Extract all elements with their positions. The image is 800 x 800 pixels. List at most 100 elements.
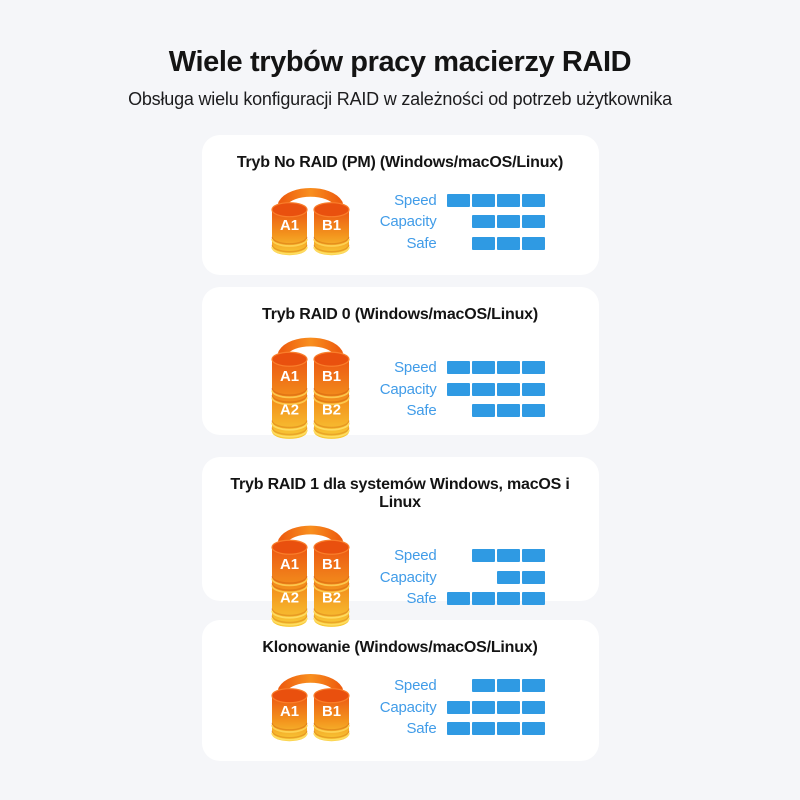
sync-arc-icon	[277, 673, 343, 694]
bar-segment	[471, 215, 495, 228]
bar-segment	[471, 679, 495, 692]
card-raid-1: Tryb RAID 1 dla systemów Windows, macOS …	[201, 457, 599, 627]
bar-segment	[521, 215, 545, 228]
card-body: A1 B1 Speed	[202, 657, 599, 761]
rating-label: Speed	[394, 191, 437, 209]
disk-label: A1	[280, 218, 299, 234]
bar-segment	[521, 361, 545, 374]
rating-bar	[445, 361, 545, 374]
rating-bar	[445, 592, 545, 605]
disk-pair-icon: A1 A2 B1	[270, 525, 350, 627]
rating-label: Capacity	[379, 380, 437, 398]
bar-segment	[446, 382, 470, 396]
bar-segment	[446, 361, 470, 374]
rating-row-speed: Speed	[363, 677, 545, 694]
rating-row-speed: Speed	[363, 547, 545, 564]
header: Wiele trybów pracy macierzy RAID Obsługa…	[0, 0, 800, 110]
rating-label: Safe	[406, 234, 437, 252]
bar-segment	[496, 570, 520, 584]
bar-segment	[521, 679, 545, 692]
rating-label: Speed	[394, 547, 437, 564]
disk-label: B1	[322, 557, 341, 573]
rating-bars: Speed Capacity Safe	[363, 187, 545, 256]
rating-bars: Speed Capacity Safe	[363, 355, 545, 424]
disk-label: A2	[280, 590, 299, 606]
hdd-b-icon: B1 B2	[312, 351, 350, 439]
bar-segment	[471, 382, 495, 396]
bar-segment	[521, 193, 545, 207]
card-body: A1 B1 Speed	[202, 172, 599, 275]
bar-segment	[471, 592, 495, 605]
rating-label: Capacity	[379, 568, 437, 586]
bar-segment	[446, 722, 470, 735]
card-title: Klonowanie (Windows/macOS/Linux)	[262, 639, 538, 656]
card-clone: Klonowanie (Windows/macOS/Linux) A1	[201, 620, 599, 761]
disk-label: B1	[322, 218, 341, 234]
rating-label: Capacity	[379, 213, 437, 230]
bar-segment	[446, 592, 470, 605]
bar-segment	[521, 570, 545, 584]
bar-segment	[471, 361, 495, 374]
disk-pair-icon: A1 B1	[270, 188, 350, 256]
hdd-b-icon: B1	[312, 687, 350, 741]
rating-bars: Speed Capacity Safe	[363, 543, 545, 612]
rating-bar	[445, 236, 545, 250]
hdd-a-icon: A1 A2	[270, 351, 308, 439]
disk-label: B2	[322, 402, 341, 418]
rating-row-safe: Safe	[363, 720, 545, 737]
bar-segment	[521, 236, 545, 250]
sync-arc-icon	[277, 525, 343, 546]
hdd-a-icon: A1	[270, 687, 308, 741]
disk-label: A1	[280, 369, 299, 385]
hdd-b-icon: B1	[312, 202, 350, 256]
rating-label: Speed	[394, 677, 437, 694]
rating-label: Safe	[406, 590, 437, 607]
bar-segment	[471, 404, 495, 417]
disk-label: B1	[322, 703, 341, 719]
page-subtitle: Obsługa wielu konfiguracji RAID w zależn…	[128, 89, 672, 109]
rating-label: Speed	[394, 359, 437, 376]
rating-label: Safe	[406, 402, 437, 419]
sync-arc-icon	[277, 337, 343, 358]
hdd-a-icon: A1 A2	[270, 539, 308, 627]
bar-segment	[446, 193, 470, 207]
bar-segment	[496, 549, 520, 562]
disk-pair-icon: A1 A2 B1	[270, 337, 350, 439]
disk-label: B1	[322, 369, 341, 385]
bar-segment	[496, 700, 520, 714]
bar-segment	[471, 722, 495, 735]
raid-mode-cards: Tryb No RAID (PM) (Windows/macOS/Linux) …	[0, 135, 800, 761]
rating-bars: Speed Capacity Safe	[363, 673, 545, 742]
rating-bar	[445, 679, 545, 692]
rating-row-safe: Safe	[363, 402, 545, 419]
rating-row-speed: Speed	[363, 359, 545, 376]
bar-segment	[471, 193, 495, 207]
bar-segment	[471, 700, 495, 714]
disk-label: A1	[280, 557, 299, 573]
rating-row-safe: Safe	[363, 235, 545, 252]
rating-row-capacity: Capacity	[363, 213, 545, 230]
rating-bar	[445, 404, 545, 417]
bar-segment	[521, 592, 545, 605]
bar-segment	[496, 193, 520, 207]
disk-label: A2	[280, 402, 299, 418]
hdd-a-icon: A1	[270, 202, 308, 256]
bar-segment	[521, 722, 545, 735]
rating-row-safe: Safe	[363, 590, 545, 607]
bar-segment	[496, 722, 520, 735]
bar-segment	[496, 236, 520, 250]
bar-segment	[521, 382, 545, 396]
sync-arc-icon	[277, 188, 343, 208]
rating-bar	[445, 570, 545, 584]
bar-segment	[496, 592, 520, 605]
rating-row-capacity: Capacity	[363, 381, 545, 398]
bar-segment	[496, 679, 520, 692]
disk-label: A1	[280, 703, 299, 719]
card-title: Tryb No RAID (PM) (Windows/macOS/Linux)	[236, 154, 564, 171]
rating-bar	[445, 382, 545, 396]
bar-segment	[471, 549, 495, 562]
bar-segment	[471, 236, 495, 250]
disk-label: B2	[322, 590, 341, 606]
card-no-raid: Tryb No RAID (PM) (Windows/macOS/Linux) …	[201, 135, 599, 275]
